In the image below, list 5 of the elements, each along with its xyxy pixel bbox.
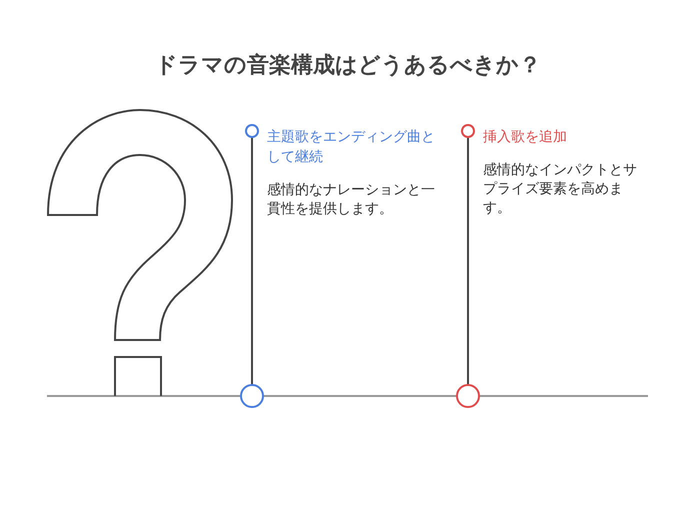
option-description: 感情的なインパクトとサプライズ要素を高めます。 [483, 161, 638, 218]
option-description: 感情的なナレーションと一貫性を提供します。 [267, 181, 436, 219]
title: ドラマの音楽構成はどうあるべきか？ [154, 52, 542, 80]
option-heading: 挿入歌を追加 [483, 128, 568, 147]
option-heading: 主題歌をエンディング曲として継続 [267, 128, 436, 167]
